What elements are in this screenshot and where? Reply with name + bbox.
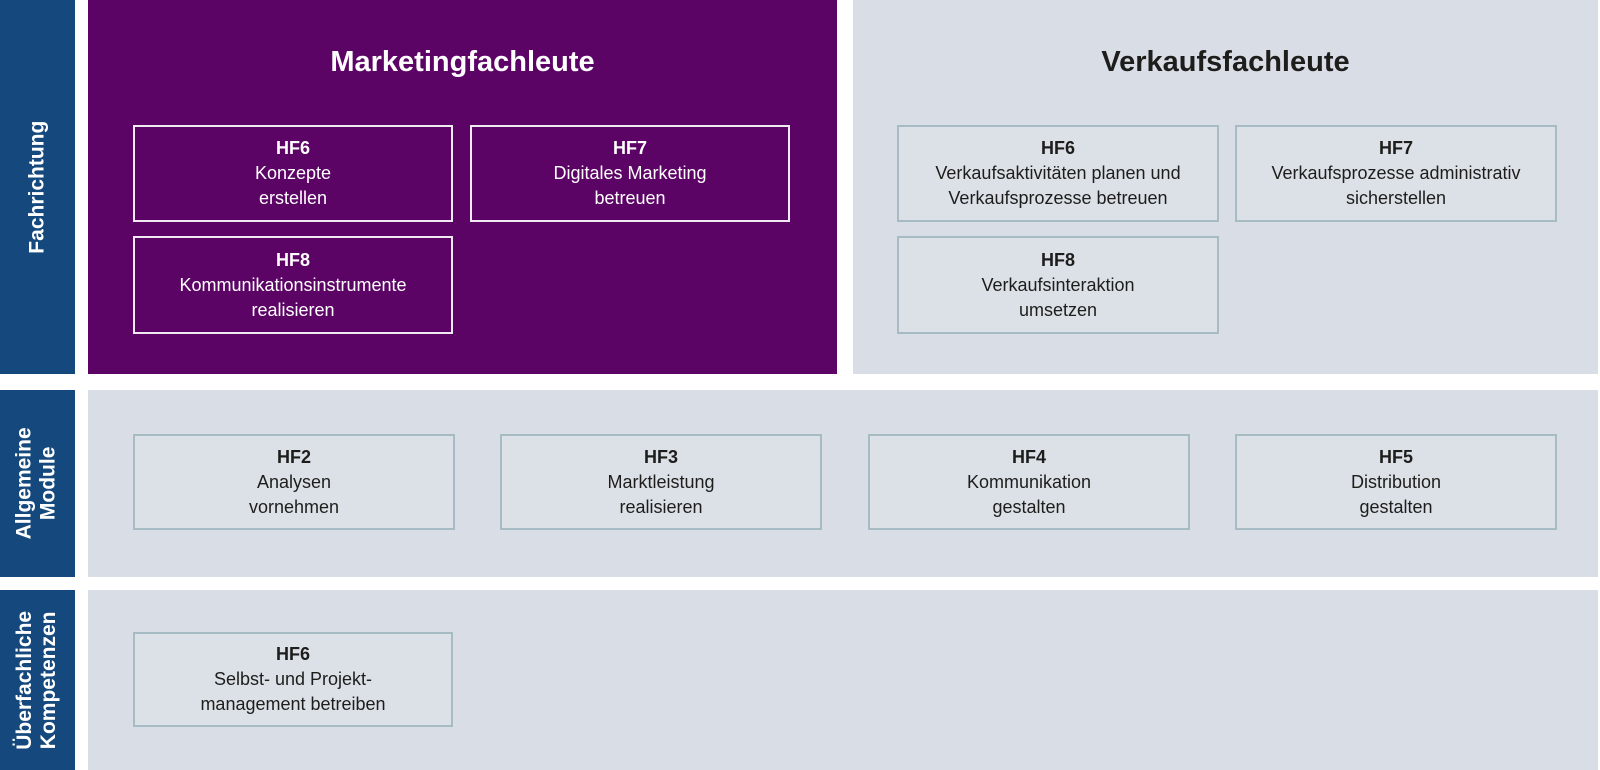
module-box-verkauf-hf8: HF8 Verkaufsinteraktion umsetzen bbox=[897, 236, 1219, 334]
module-box-verkauf-hf7: HF7 Verkaufsprozesse administrativ siche… bbox=[1235, 125, 1557, 222]
module-text: Verkaufsinteraktion umsetzen bbox=[981, 274, 1135, 320]
module-text: Konzepte erstellen bbox=[254, 163, 332, 208]
module-box-allgemein-hf5: HF5 Distribution gestalten bbox=[1235, 434, 1557, 530]
sidebar-row-allgemeine-module: Allgemeine Module bbox=[0, 390, 75, 577]
module-text: Analysen vornehmen bbox=[248, 471, 340, 517]
module-text: Verkaufsaktivitäten planen und Verkaufsp… bbox=[935, 163, 1181, 208]
module-box-marketing-hf6: HF6 Konzepte erstellen bbox=[133, 125, 453, 222]
module-text: Marktleistung realisieren bbox=[607, 471, 715, 517]
module-text: Distribution gestalten bbox=[1350, 471, 1442, 517]
sidebar-label-ueberfachliche-kompetenzen: Überfachliche Kompetenzen bbox=[13, 610, 61, 750]
module-box-allgemein-hf3: HF3 Marktleistung realisieren bbox=[500, 434, 822, 530]
module-code: HF3 bbox=[643, 446, 678, 467]
module-box-verkauf-hf6: HF6 Verkaufsaktivitäten planen und Verka… bbox=[897, 125, 1219, 222]
module-text: Kommunikation gestalten bbox=[966, 471, 1092, 517]
sidebar-row-fachrichtung: Fachrichtung bbox=[0, 0, 75, 374]
sidebar-label-fachrichtung: Fachrichtung bbox=[25, 120, 49, 254]
panel-verkaufsfachleute: Verkaufsfachleute HF6 Verkaufsaktivitäte… bbox=[853, 0, 1598, 374]
panel-title-marketingfachleute: Marketingfachleute bbox=[330, 46, 595, 78]
panel-marketingfachleute: Marketingfachleute HF6 Konzepte erstelle… bbox=[88, 0, 837, 374]
panel-allgemeine-module: HF2 Analysen vornehmen HF3 Marktleistung… bbox=[88, 390, 1598, 577]
module-code: HF7 bbox=[612, 138, 647, 158]
module-box-marketing-hf8: HF8 Kommunikationsinstrumente realisiere… bbox=[133, 236, 453, 334]
module-code: HF6 bbox=[275, 138, 310, 158]
module-code: HF5 bbox=[1378, 446, 1413, 467]
module-box-allgemein-hf2: HF2 Analysen vornehmen bbox=[133, 434, 455, 530]
panel-ueberfachliche-kompetenzen: HF6 Selbst- und Projekt- management betr… bbox=[88, 590, 1598, 770]
module-text: Verkaufsprozesse administrativ sicherste… bbox=[1271, 163, 1521, 208]
module-code: HF8 bbox=[1040, 249, 1075, 270]
module-text: Digitales Marketing betreuen bbox=[553, 163, 707, 208]
module-box-ueberfachlich-hf6: HF6 Selbst- und Projekt- management betr… bbox=[133, 632, 453, 727]
module-code: HF2 bbox=[276, 446, 311, 467]
module-code: HF8 bbox=[275, 249, 310, 270]
module-code: HF7 bbox=[1378, 138, 1413, 158]
sidebar-row-ueberfachliche-kompetenzen: Überfachliche Kompetenzen bbox=[0, 590, 75, 770]
module-code: HF6 bbox=[275, 644, 310, 664]
module-box-allgemein-hf4: HF4 Kommunikation gestalten bbox=[868, 434, 1190, 530]
module-text: Kommunikationsinstrumente realisieren bbox=[179, 274, 407, 320]
sidebar-label-allgemeine-module: Allgemeine Module bbox=[13, 427, 61, 540]
module-code: HF4 bbox=[1011, 446, 1046, 467]
module-code: HF6 bbox=[1040, 138, 1075, 158]
module-box-marketing-hf7: HF7 Digitales Marketing betreuen bbox=[470, 125, 790, 222]
panel-title-verkaufsfachleute: Verkaufsfachleute bbox=[1101, 46, 1350, 78]
module-text: Selbst- und Projekt- management betreibe… bbox=[200, 669, 386, 714]
